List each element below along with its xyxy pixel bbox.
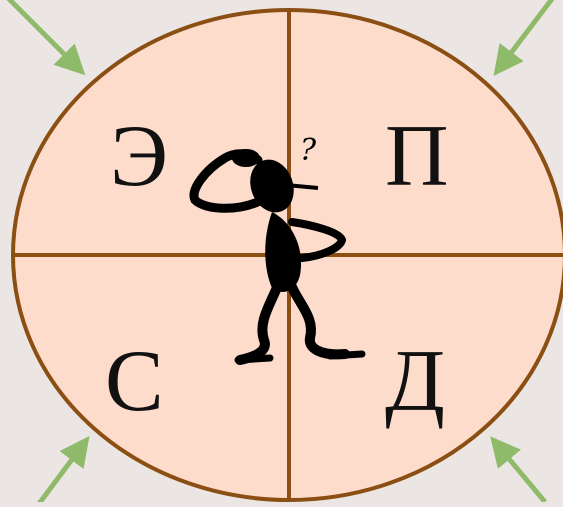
green-arrow-icon <box>5 0 80 70</box>
green-arrow-icon <box>495 442 545 502</box>
quadrant-letter-top-right: П <box>385 108 449 205</box>
quadrant-letter-bottom-right: Д <box>385 333 445 430</box>
thought-question-mark: ? <box>300 133 317 168</box>
green-arrow-icon <box>38 442 85 502</box>
quadrant-letter-top-left: Э <box>110 108 168 205</box>
quadrant-letter-bottom-left: С <box>105 333 164 430</box>
green-arrow-icon <box>498 0 555 70</box>
